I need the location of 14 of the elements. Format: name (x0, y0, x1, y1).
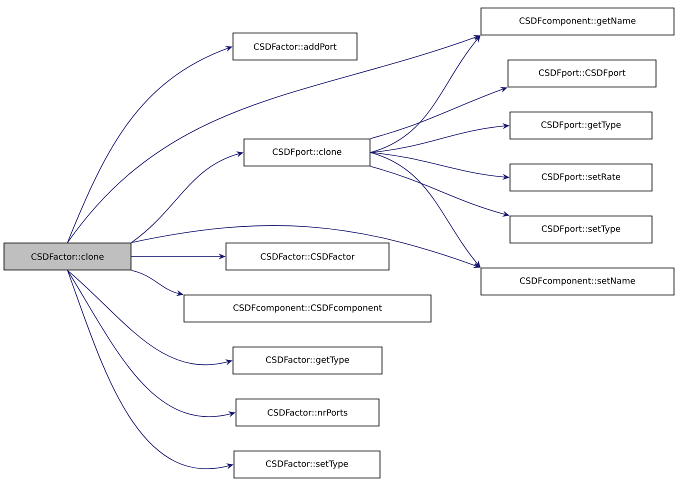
function-box: CSDFcomponent::setName (480, 268, 674, 296)
function-box: CSDFport::CSDFport (508, 60, 656, 88)
function-box: CSDFactor::nrPorts (236, 398, 380, 426)
function-box: CSDFport::setRate (510, 164, 652, 192)
function-box: CSDFactor::getType (232, 346, 382, 374)
function-box: CSDFactor::CSDFactor (226, 242, 390, 270)
function-box: CSDFactor::clone (4, 242, 132, 270)
function-box: CSDFactor::addPort (232, 32, 358, 60)
function-box: CSDFcomponent::getName (480, 8, 674, 36)
function-box: CSDFport::getType (510, 112, 652, 140)
function-box: CSDFcomponent::CSDFcomponent (184, 294, 432, 322)
function-box: CSDFport::setType (510, 216, 652, 244)
function-box: CSDFport::clone (244, 138, 370, 166)
function-box: CSDFactor::setType (234, 450, 380, 478)
